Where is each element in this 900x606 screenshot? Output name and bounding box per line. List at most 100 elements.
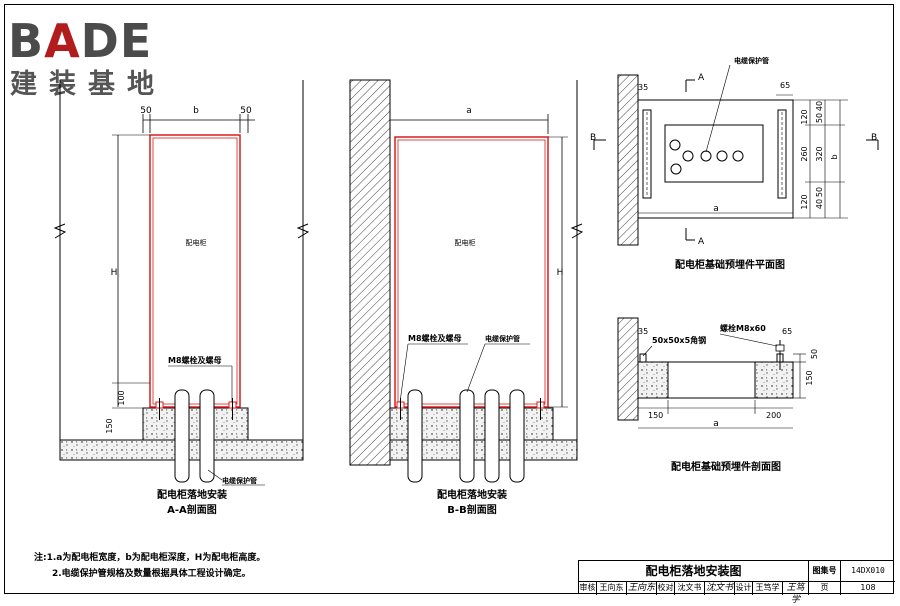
caption-bb-2: B-B剖面图 (447, 503, 496, 516)
dim-65: 65 (780, 81, 790, 90)
dim-260: 260 (800, 146, 809, 161)
pipe-hole (669, 139, 681, 151)
bolt-label: M8螺栓及螺母 (408, 333, 462, 343)
atlas-number: 14DX010 (841, 561, 895, 582)
note-line-2: 2.电缆保护管规格及数量根据具体工程设计确定。 (52, 569, 251, 579)
bolt-label: 螺栓M8x60 (720, 323, 766, 333)
cable-pipe (407, 389, 423, 483)
dim-50-bottom: 50 (815, 187, 824, 197)
wall (617, 317, 639, 421)
review-label: 审核 (579, 582, 597, 595)
drawing-title: 配电柜落地安装图 (579, 561, 809, 582)
dim-a: a (713, 204, 719, 214)
pipe-hole (716, 150, 728, 162)
foundation-right (754, 361, 794, 399)
anchor-bolt (536, 398, 545, 420)
dim-150-right: 150 (805, 370, 814, 385)
marker-b-left: B (590, 133, 596, 143)
pipe-label: 电缆保护管 (222, 476, 257, 485)
dim-h: H (111, 268, 118, 278)
checker-signature: 沈文书 (705, 582, 735, 595)
dim-120-bottom: 120 (800, 194, 809, 209)
dim-50-top: 50 (815, 113, 824, 123)
title-block: 配电柜落地安装图 图集号 14DX010 审核 王向东 王向东 校对 沈文书 沈… (578, 560, 895, 605)
cable-pipe (509, 389, 525, 483)
wall (617, 74, 639, 246)
notes: 注:1.a为配电柜宽度，b为配电柜深度，H为配电柜高度。 2.电缆保护管规格及数… (34, 550, 265, 582)
anchor-bolt (228, 398, 237, 420)
dim-b: b (193, 106, 199, 116)
dim-200: 200 (766, 411, 781, 420)
dim-40-bottom: 40 (815, 199, 824, 209)
view-bb: 配电柜 a H M8螺栓及螺母 电缆保护管 配电柜落地安装 B-B剖面图 (349, 79, 584, 516)
section-view: 50x50x5角钢 螺栓M8x60 35 65 50 150 150 200 a… (617, 317, 819, 473)
cable-pipe (459, 389, 475, 483)
caption-section: 配电柜基础预埋件剖面图 (671, 460, 781, 473)
logo: BADE 建装基地 (8, 18, 186, 104)
angle-steel (639, 353, 647, 363)
pipe-hole (682, 150, 694, 162)
dim-h: H (557, 268, 564, 278)
logo-subtitle: 建装基地 (10, 69, 166, 100)
caption-plan: 配电柜基础预埋件平面图 (675, 258, 785, 271)
pipe-hole (700, 150, 712, 162)
dim-100: 100 (117, 390, 126, 405)
plan-view: 电缆保护管 A A B B 35 65 120 40 50 260 320 b … (590, 56, 879, 271)
atlas-label: 图集号 (809, 561, 841, 582)
reviewer-signature: 王向东 (627, 582, 657, 595)
dim-50: 50 (810, 349, 819, 359)
pipe-hole (732, 150, 744, 162)
wall (349, 79, 391, 466)
caption-bb-1: 配电柜落地安装 (437, 488, 507, 501)
cabinet-outline (149, 134, 241, 408)
view-aa: 配电柜 50 b 50 H 100 150 M8螺栓及螺母 (53, 80, 310, 516)
cable-pipe (199, 389, 215, 483)
cabinet-label: 配电柜 (455, 238, 476, 247)
cable-pipe (484, 389, 500, 483)
dim-150-left: 150 (648, 411, 663, 420)
reviewer-name: 王向东 (597, 582, 627, 595)
angle-label: 50x50x5角钢 (652, 335, 706, 345)
dim-50-left: 50 (140, 106, 152, 116)
foundation-left (637, 361, 669, 399)
dim-120-top: 120 (800, 109, 809, 124)
dim-a: a (713, 419, 719, 429)
cable-pipe (174, 389, 190, 483)
anchor-bolt (155, 398, 164, 420)
designer-name: 王笃学 (753, 582, 783, 595)
dim-35: 35 (638, 83, 648, 92)
designer-signature: 王笃学 (783, 582, 809, 605)
pipe-label: 电缆保护管 (485, 334, 520, 343)
dim-b: b (830, 154, 839, 159)
cable-opening (664, 124, 764, 183)
dim-50-right: 50 (240, 106, 252, 116)
design-label: 设计 (735, 582, 753, 595)
pipe-label: 电缆保护管 (734, 56, 769, 65)
dim-320: 320 (815, 146, 824, 161)
dim-65: 65 (782, 327, 792, 336)
page-label: 页 (809, 582, 841, 595)
caption-aa-1: 配电柜落地安装 (157, 488, 227, 501)
anchor-bolt (396, 398, 405, 420)
cabinet-foundation (142, 407, 249, 441)
note-line-1: 注:1.a为配电柜宽度，b为配电柜深度，H为配电柜高度。 (34, 553, 266, 563)
cabinet-label: 配电柜 (186, 238, 207, 247)
dim-35: 35 (638, 327, 648, 336)
marker-a-top: A (698, 73, 705, 83)
dim-a: a (466, 106, 472, 116)
marker-a-bottom: A (698, 237, 705, 247)
page-number: 108 (860, 583, 876, 592)
cabinet-outline (394, 136, 549, 408)
dim-150: 150 (105, 418, 114, 433)
signature-row: 审核 王向东 王向东 校对 沈文书 沈文书 设计 王笃学 王笃学 页 108 (579, 582, 895, 605)
pipe-hole (670, 163, 682, 175)
marker-b-right: B (871, 133, 877, 143)
foundation-outline (637, 99, 794, 219)
check-label: 校对 (657, 582, 675, 595)
dim-40-top: 40 (815, 101, 824, 111)
drawing-frame (4, 4, 894, 594)
caption-aa-2: A-A剖面图 (167, 503, 217, 516)
checker-name: 沈文书 (675, 582, 705, 595)
logo-brand: BADE (8, 14, 153, 68)
